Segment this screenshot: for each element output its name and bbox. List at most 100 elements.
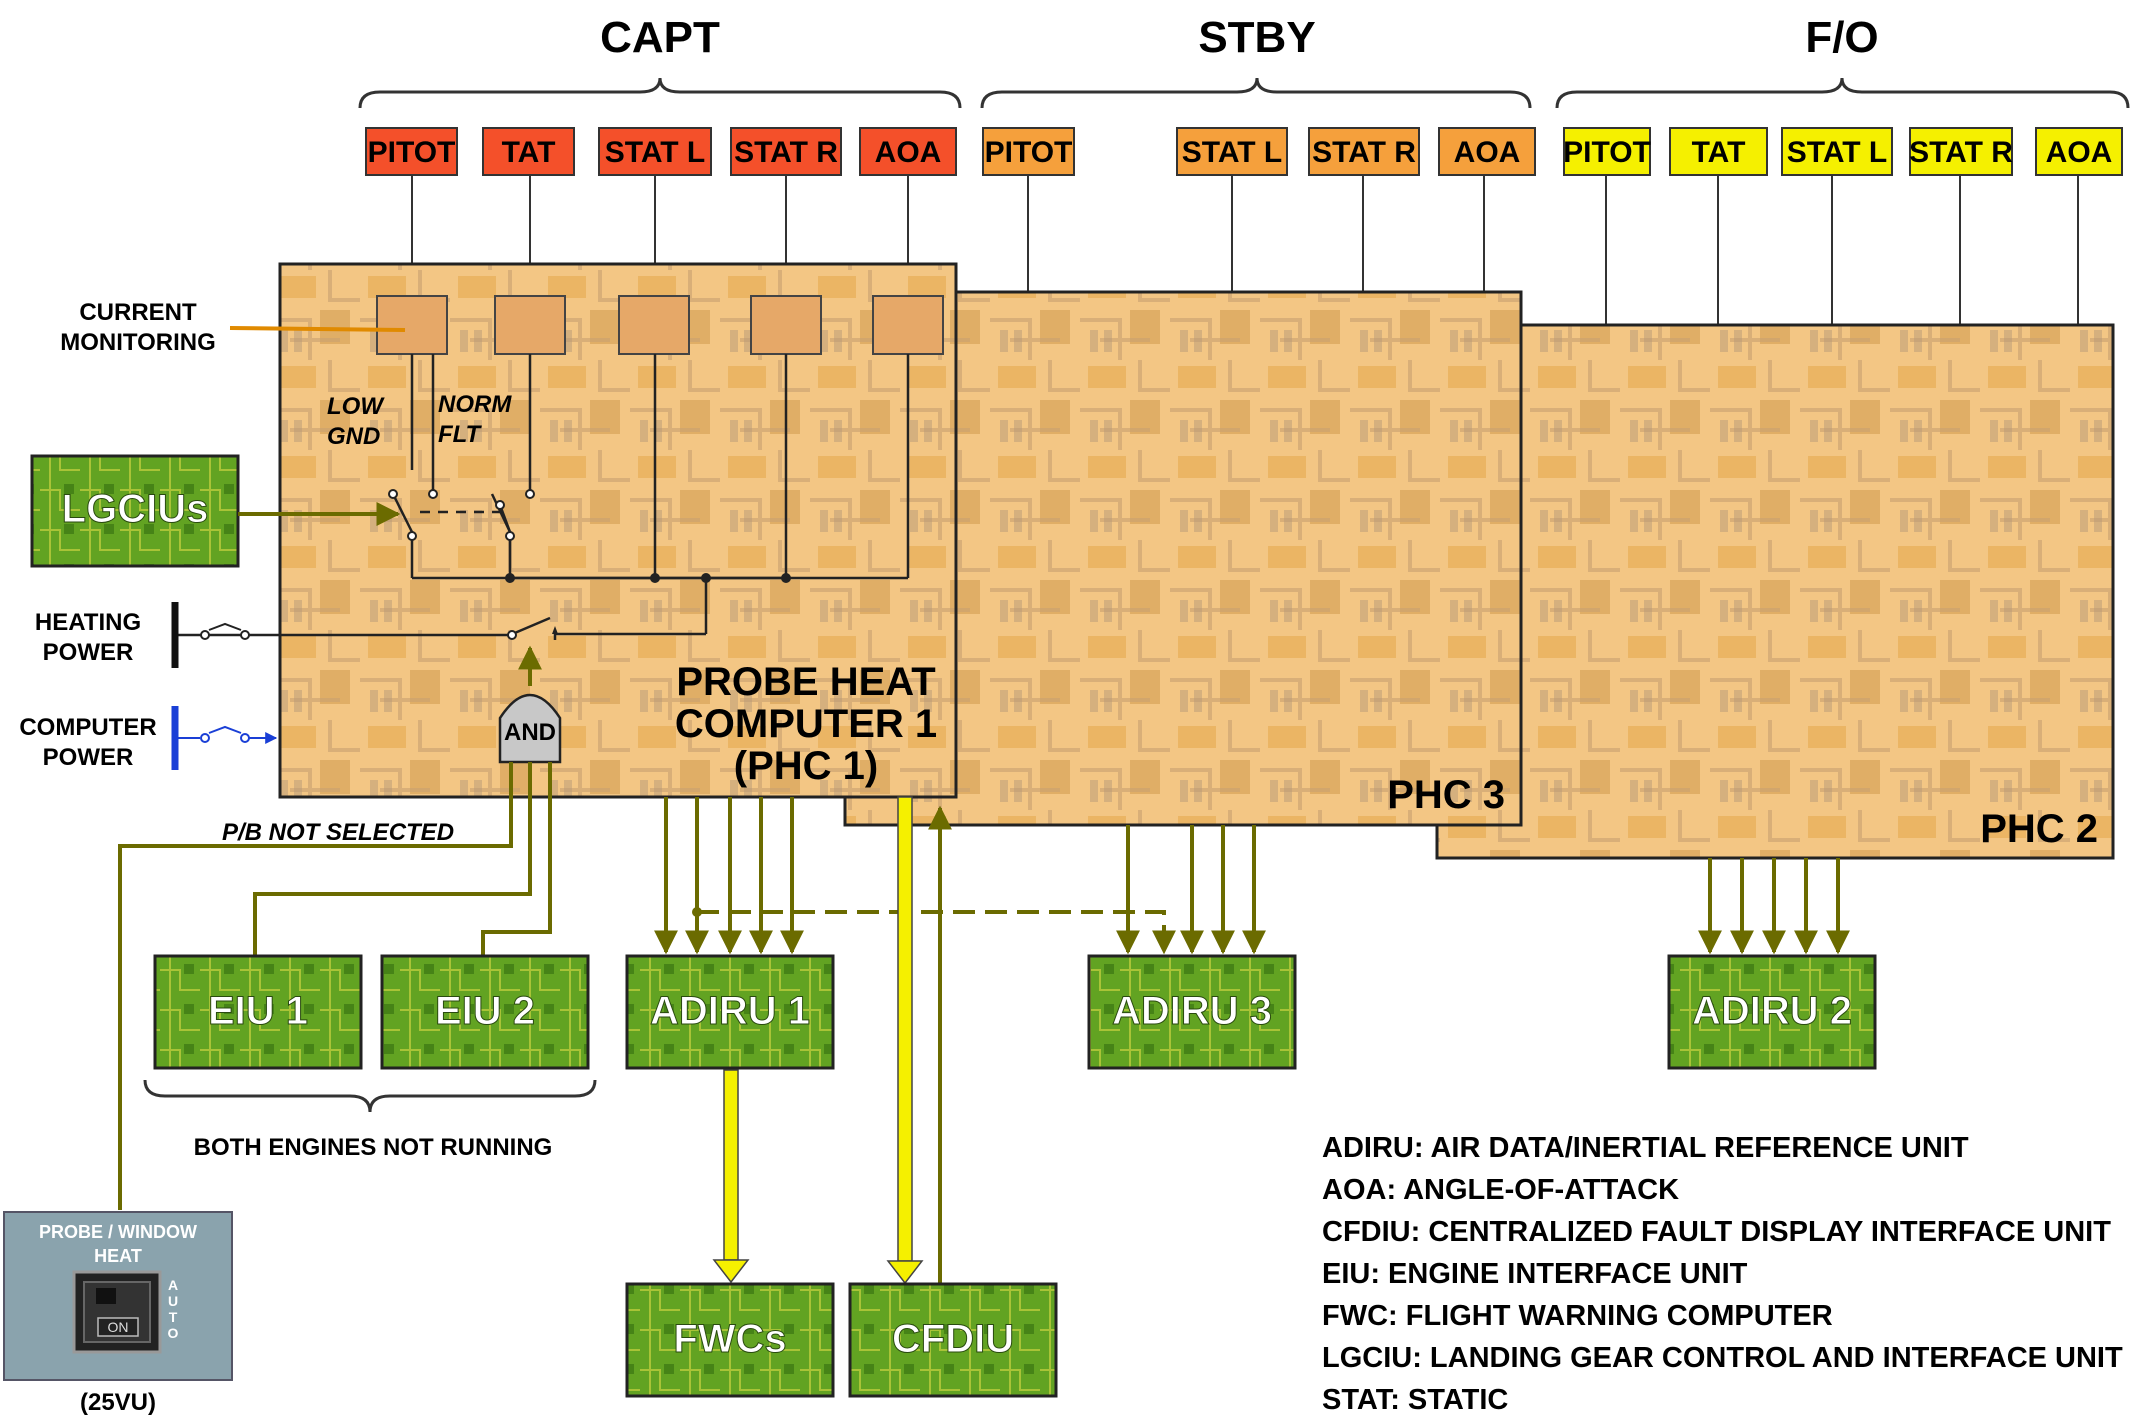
probe-label-stby-1: STAT L	[1182, 136, 1283, 169]
phc1-label: PROBE HEAT COMPUTER 1 (PHC 1)	[675, 660, 937, 788]
svg-text:POWER: POWER	[43, 744, 134, 771]
probe-label-fo-4: AOA	[2046, 136, 2113, 169]
svg-text:LOW: LOW	[327, 393, 385, 420]
svg-text:HEATING: HEATING	[35, 609, 141, 636]
probe-box-stby-1	[1176, 127, 1288, 176]
group-title-capt: CAPT	[600, 13, 720, 62]
computer-power-label: COMPUTER POWER	[19, 714, 156, 771]
probe-box-capt-3	[730, 127, 842, 176]
probe-box-capt-4	[859, 127, 957, 176]
unit-label-eiu2: EIU 2	[435, 989, 535, 1033]
svg-text:MONITORING: MONITORING	[60, 329, 216, 356]
probe-label-fo-3: STAT R	[1909, 136, 2013, 169]
abbreviation-legend: ADIRU: AIR DATA/INERTIAL REFERENCE UNIT A…	[1322, 1132, 2123, 1416]
probe-label-capt-3: STAT R	[734, 136, 838, 169]
unit-label-eiu1: EIU 1	[208, 989, 308, 1033]
probe-box-stby-2	[1308, 127, 1420, 176]
unit-fwcs	[625, 1282, 835, 1398]
unit-label-cfdiu: CFDIU	[892, 1317, 1014, 1361]
unit-eiu2	[380, 954, 590, 1070]
legend-line: STAT: STATIC	[1322, 1384, 1508, 1416]
probe-box-capt-2	[598, 127, 712, 176]
group-title-stby: STBY	[1198, 13, 1315, 62]
probe-label-capt-0: PITOT	[368, 136, 456, 169]
probe-box-capt-1	[482, 127, 575, 176]
unit-adiru2	[1667, 954, 1877, 1070]
probe-label-fo-0: PITOT	[1563, 136, 1651, 169]
probe-label-stby-0: PITOT	[985, 136, 1073, 169]
legend-line: EIU: ENGINE INTERFACE UNIT	[1322, 1258, 1748, 1290]
svg-text:GND: GND	[327, 423, 380, 450]
current-monitor-boxes	[376, 295, 944, 355]
probe-box-fo-3	[1909, 127, 2013, 176]
probe-label-capt-2: STAT L	[605, 136, 706, 169]
phc3-board	[843, 290, 1523, 827]
unit-label-adiru2: ADIRU 2	[1692, 989, 1852, 1033]
probe-box-fo-1	[1669, 127, 1768, 176]
probe-label-stby-3: AOA	[1454, 136, 1521, 169]
probe-box-fo-0	[1563, 127, 1651, 176]
svg-text:COMPUTER 1: COMPUTER 1	[675, 702, 937, 746]
both-engines-label: BOTH ENGINES NOT RUNNING	[194, 1134, 553, 1161]
probe-lines	[411, 175, 2079, 325]
probe-label-stby-2: STAT R	[1312, 136, 1416, 169]
probe-box-capt-0	[365, 127, 458, 176]
panel-title-1: PROBE / WINDOW	[39, 1222, 197, 1242]
probe-label-capt-4: AOA	[875, 136, 942, 169]
heating-power-switch	[200, 622, 250, 640]
phc1-to-adiru1	[654, 797, 804, 955]
panel-title-2: HEAT	[94, 1246, 142, 1266]
legend-line: LGCIU: LANDING GEAR CONTROL AND INTERFAC…	[1322, 1342, 2123, 1374]
group-braces	[143, 77, 2130, 1113]
and-gate	[498, 693, 562, 764]
panel-code: (25VU)	[80, 1389, 156, 1416]
lgcius-unit	[30, 454, 240, 568]
adiru-cross-link	[697, 910, 1176, 955]
switch-contacts	[388, 489, 535, 640]
pb-not-selected-label: P/B NOT SELECTED	[222, 819, 454, 846]
lgcius-label: LGCIUs	[62, 487, 209, 531]
probe-boxes: PITOT TAT STAT L STAT R AOA PITOT STAT L STAT R…	[365, 127, 2123, 176]
svg-text:NORM: NORM	[438, 391, 512, 418]
probe-label-capt-1: TAT	[502, 136, 556, 169]
and-gate-label: AND	[504, 719, 556, 746]
probe-box-stby-0	[982, 127, 1075, 176]
wire-junctions	[505, 573, 791, 634]
switch-labels: LOW GND NORM FLT	[327, 391, 512, 450]
legend-line: FWC: FLIGHT WARNING COMPUTER	[1322, 1300, 1833, 1332]
current-monitoring-pointer	[229, 326, 406, 332]
svg-text:CURRENT: CURRENT	[79, 299, 197, 326]
panel-on-label: ON	[108, 1319, 129, 1335]
legend-line: AOA: ANGLE-OF-ATTACK	[1322, 1174, 1679, 1206]
legend-line: ADIRU: AIR DATA/INERTIAL REFERENCE UNIT	[1322, 1132, 1969, 1164]
probe-box-fo-2	[1781, 127, 1893, 176]
yellow-buses	[712, 796, 924, 1285]
cross-link-junction	[692, 907, 702, 917]
unit-cfdiu	[848, 1282, 1058, 1398]
probe-label-fo-2: STAT L	[1787, 136, 1888, 169]
probe-label-fo-1: TAT	[1692, 136, 1746, 169]
probe-box-fo-4	[2035, 127, 2123, 176]
legend-line: CFDIU: CENTRALIZED FAULT DISPLAY INTERFA…	[1322, 1216, 2111, 1248]
svg-text:POWER: POWER	[43, 639, 134, 666]
group-title-fo: F/O	[1805, 13, 1878, 62]
probe-window-heat-pushbutton[interactable]: ON	[72, 1270, 162, 1354]
svg-text:PROBE HEAT: PROBE HEAT	[676, 660, 935, 704]
current-monitoring-label: CURRENT MONITORING	[60, 299, 216, 356]
unit-adiru1	[625, 954, 835, 1070]
heating-power-label: HEATING POWER	[35, 609, 141, 666]
svg-text:COMPUTER: COMPUTER	[19, 714, 156, 741]
phc2-to-adiru2	[1698, 858, 1850, 955]
unit-label-adiru1: ADIRU 1	[650, 989, 810, 1033]
phc2-label: PHC 2	[1980, 807, 2098, 851]
phc3-label: PHC 3	[1387, 773, 1505, 817]
and-input-wiring	[118, 762, 552, 1210]
probe-box-stby-3	[1438, 127, 1536, 176]
phc2-board	[1435, 323, 2115, 860]
computer-power-switch	[178, 725, 278, 744]
unit-adiru3	[1087, 954, 1297, 1070]
